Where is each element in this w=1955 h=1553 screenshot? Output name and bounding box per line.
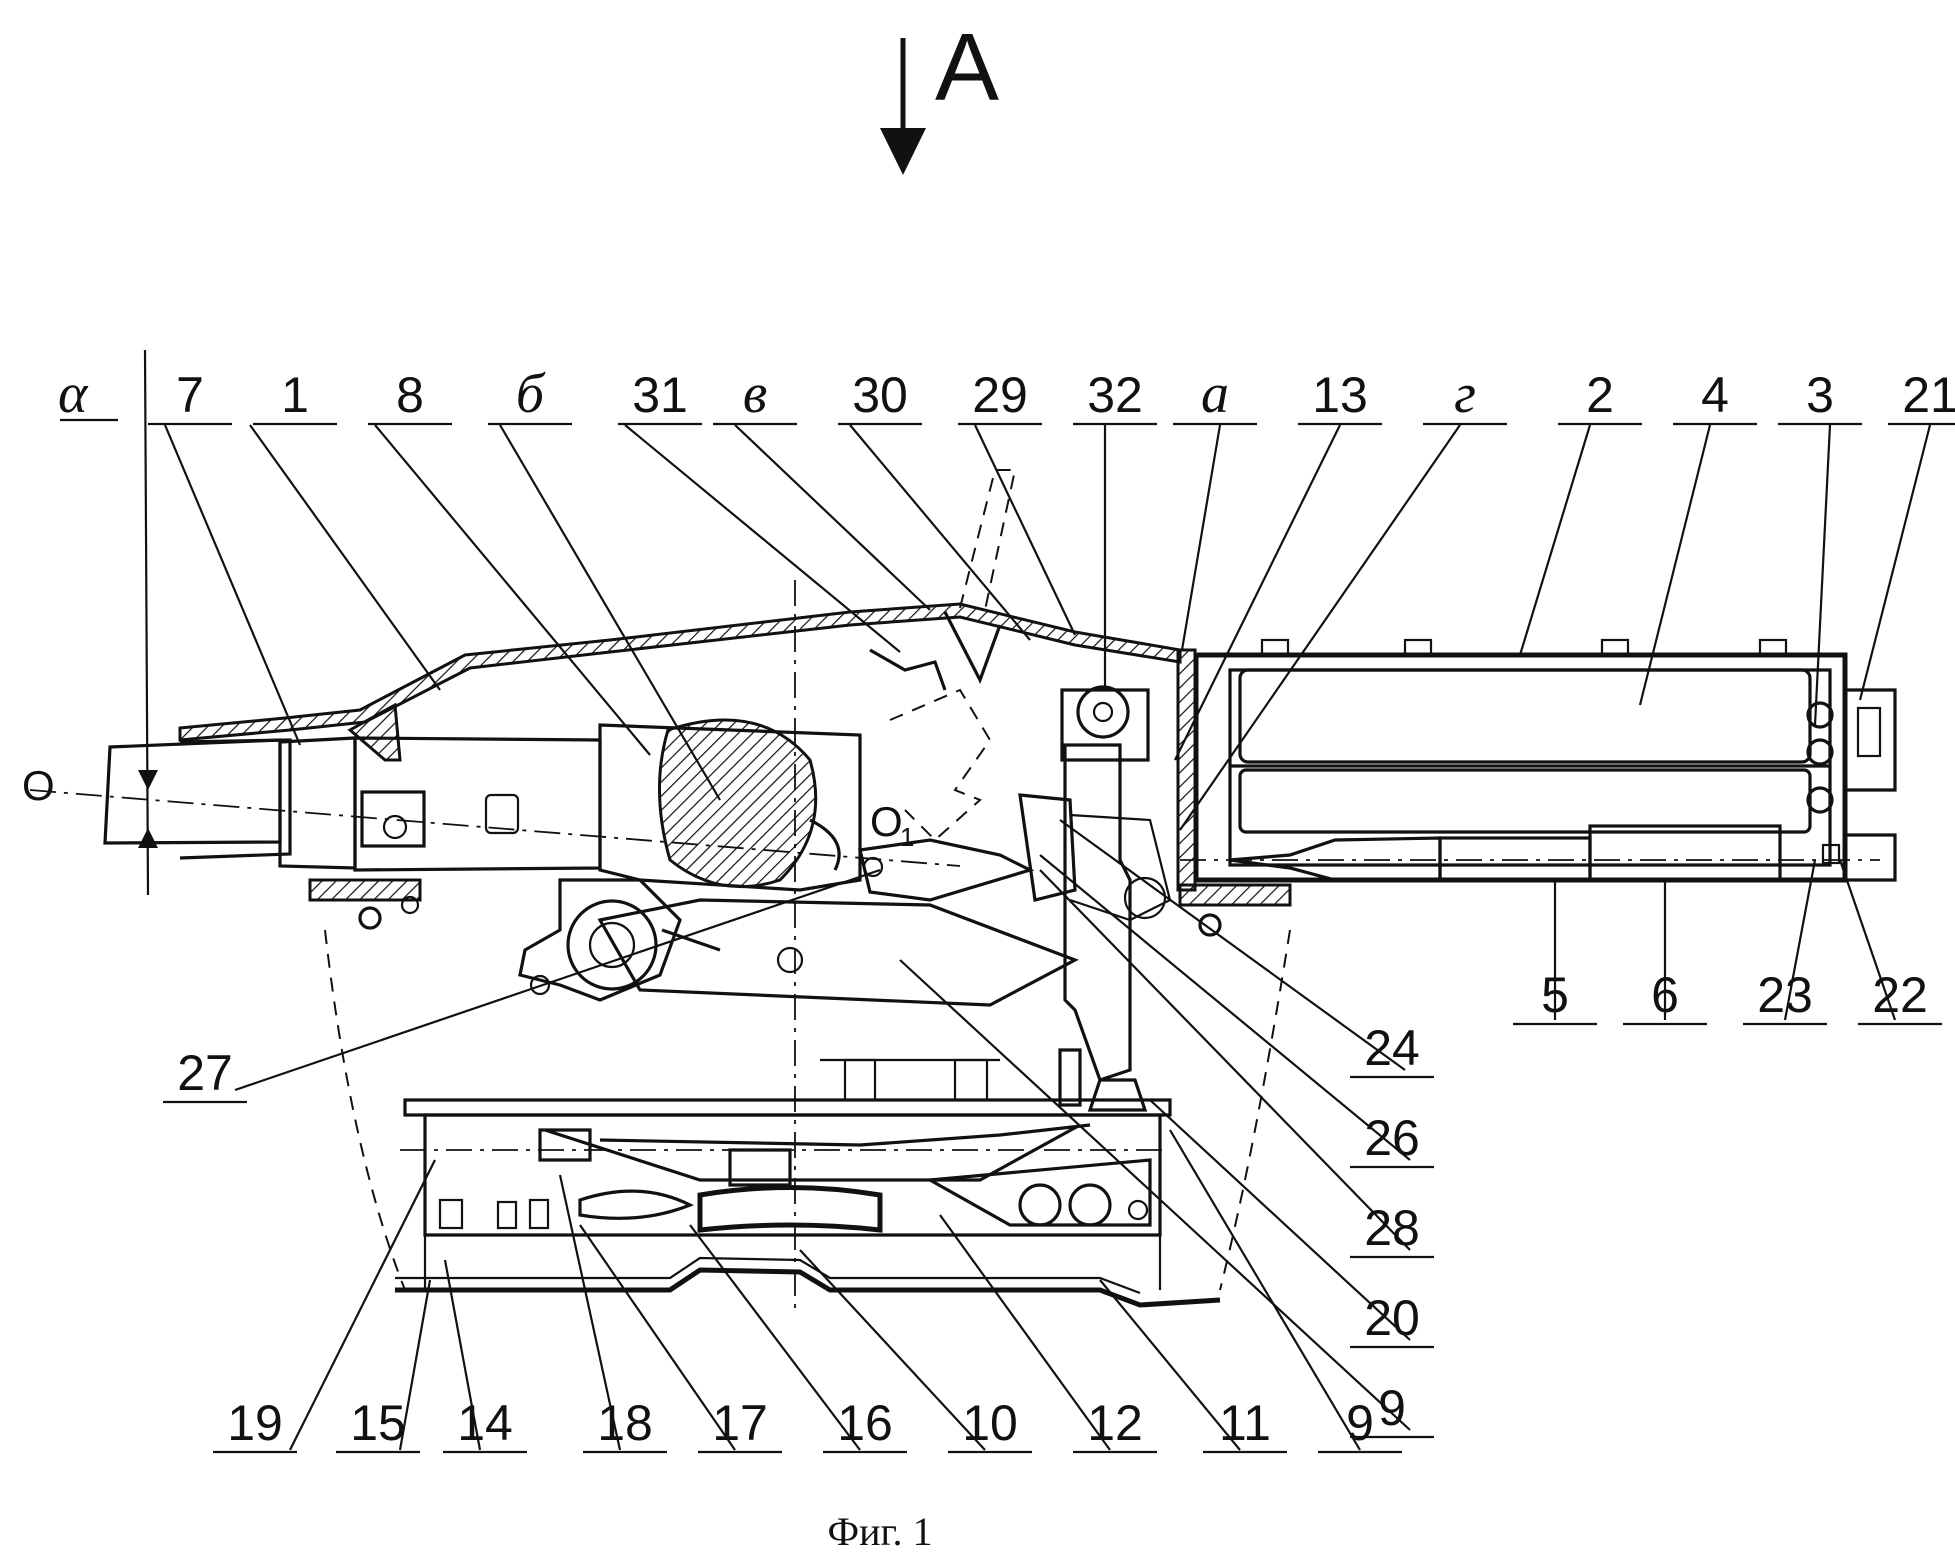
side-label-5: 9 [1378,1380,1406,1436]
magazine-lower [1238,768,1812,834]
angle-label: α [58,363,89,425]
top-label-8: 32 [1087,367,1143,423]
side-labels: 27 24 26 28 20 9 [163,819,1434,1439]
top-label-14: 3 [1806,367,1834,423]
center-lines [29,580,1880,1310]
top-label-7: 29 [972,367,1028,423]
top-label-10: 13 [1312,367,1368,423]
angle-dimension: α O O 1 [22,349,914,896]
top-label-11: г [1454,363,1476,425]
top-label-13: 4 [1701,367,1729,423]
right-labels: 5 6 23 22 [1513,859,1942,1026]
turret-roof [178,469,1197,892]
bottom-label-6: 10 [962,1395,1018,1451]
side-label-2: 26 [1364,1110,1420,1166]
side-label-3: 28 [1364,1200,1420,1256]
hull-floor [395,1048,1221,1308]
top-label-9: а [1201,363,1229,425]
bottom-label-8: 11 [1219,1395,1271,1451]
top-label-0: 7 [176,367,204,423]
bottom-label-2: 14 [457,1395,513,1451]
bottom-label-0: 19 [227,1395,283,1451]
bottom-labels: 19 15 14 18 17 16 10 12 11 9 [213,1129,1402,1454]
top-label-5: в [743,363,767,425]
bottom-label-3: 18 [597,1395,653,1451]
side-label-1: 24 [1364,1020,1420,1076]
bottom-label-5: 16 [837,1395,893,1451]
top-label-6: 30 [852,367,908,423]
axis-o-label: O [22,762,55,809]
gun-assembly [103,718,1079,1007]
turret-walls [308,685,1292,1291]
right-label-2: 23 [1757,967,1813,1023]
axis-o1-label: O [870,798,903,845]
trunnion-section [658,718,818,889]
top-label-3: б [516,363,546,425]
axis-o1-subscript: 1 [900,822,914,852]
rear-bustle [1193,638,1897,883]
bottom-label-4: 17 [712,1395,768,1451]
view-marker: A [880,14,999,175]
side-label-4: 20 [1364,1290,1420,1346]
bottom-label-7: 12 [1087,1395,1143,1451]
right-label-3: 22 [1872,967,1928,1023]
top-label-2: 8 [396,367,424,423]
right-label-1: 6 [1651,967,1679,1023]
axis-line-o [29,789,961,867]
top-label-12: 2 [1586,367,1614,423]
bottom-label-9: 9 [1346,1395,1374,1451]
figure-caption: Фиг. 1 [828,1509,933,1553]
top-label-1: 1 [281,367,309,423]
right-label-0: 5 [1541,967,1569,1023]
view-marker-letter: A [935,14,999,121]
top-labels: 7 1 8 б 31 в 30 29 32 а 13 г 2 4 3 21 [148,363,1955,831]
top-label-15: 21 [1902,367,1955,423]
top-label-4: 31 [632,367,688,423]
magazine-upper [1238,668,1812,764]
gun-barrel [103,738,282,845]
side-label-0: 27 [177,1045,233,1101]
bottom-label-1: 15 [350,1395,406,1451]
